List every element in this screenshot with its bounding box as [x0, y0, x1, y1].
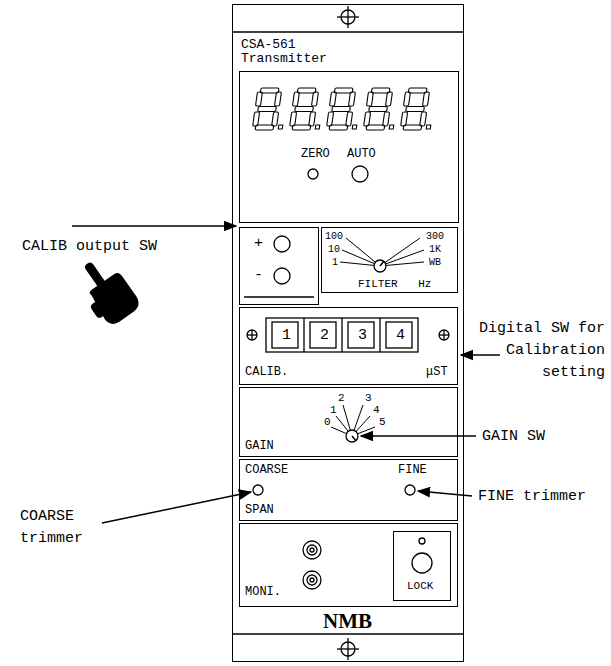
callout-text: FINE trimmer	[478, 486, 606, 508]
panel-label: 5	[379, 416, 386, 428]
panel-label: 0	[324, 416, 331, 428]
mounting-hole	[232, 6, 464, 660]
panel-label: 1K	[429, 244, 441, 255]
pointing-hand	[69, 251, 143, 330]
panel-label: 3	[358, 328, 367, 345]
panel-label: 4	[373, 404, 380, 416]
calib-setting-section: 1 2 3 4CALIB. μST	[239, 307, 458, 385]
panel-label: 10	[328, 244, 340, 255]
panel-label: CSA-561 Transmitter	[241, 38, 341, 67]
panel-label: ZERO	[301, 148, 330, 161]
panel-label: +	[254, 236, 263, 253]
trimmer	[253, 485, 415, 495]
calib-output-section: +-	[239, 227, 319, 305]
panel-label: FINE	[398, 464, 427, 477]
callout-text: Digital SW for Calibration setting	[462, 318, 605, 383]
panel-label: COARSE	[245, 464, 288, 477]
span-section: COARSE FINE SPAN	[239, 459, 458, 521]
panel-label: μST	[426, 366, 448, 379]
panel-label: 2	[320, 328, 329, 345]
panel-label: CALIB.	[245, 366, 288, 379]
calib-button	[244, 236, 314, 297]
monitor-jack	[303, 541, 321, 589]
panel-label: -	[254, 268, 263, 285]
callout-text: COARSE trimmer	[20, 506, 100, 550]
panel-label: LOCK	[407, 580, 433, 592]
callout-text: GAIN SW	[482, 426, 592, 448]
gain-section: 2 3 1 4 0 5GAIN	[239, 387, 458, 457]
lock-section: LOCK	[393, 531, 451, 601]
display-section: ZERO AUTO	[239, 71, 459, 223]
leader-arrow	[72, 226, 500, 523]
panel-label: 1	[282, 328, 291, 345]
callout-text: CALIB output SW	[22, 236, 192, 258]
lock-button	[412, 538, 432, 573]
digital-switch	[247, 318, 449, 352]
panel-label: 100	[325, 231, 343, 242]
panel-label: 1	[330, 404, 337, 416]
panel-label: SPAN	[245, 504, 274, 517]
panel-label: 3	[365, 392, 372, 404]
panel-label: 300	[426, 231, 444, 242]
monitor-section: MONI.	[239, 523, 458, 607]
panel-label: AUTO	[347, 148, 376, 161]
panel-label: GAIN	[245, 440, 274, 453]
panel-label: MONI.	[245, 586, 281, 599]
panel-label: 4	[396, 328, 405, 345]
seven-segment-display	[252, 88, 436, 130]
front-panel: CSA-561 TransmitterNMBZEROAUTO+-10030010…	[232, 4, 464, 662]
panel-label: NMB	[323, 610, 372, 633]
panel-label: 2	[338, 392, 345, 404]
panel-label: WB	[429, 257, 441, 268]
panel-label: 1	[332, 257, 338, 268]
filter-section: 100 300 10 1K 1 WB FILTER Hz	[321, 227, 458, 293]
push-button	[308, 166, 368, 182]
panel-label: FILTER Hz	[358, 278, 431, 290]
rotary-switch	[340, 238, 424, 272]
